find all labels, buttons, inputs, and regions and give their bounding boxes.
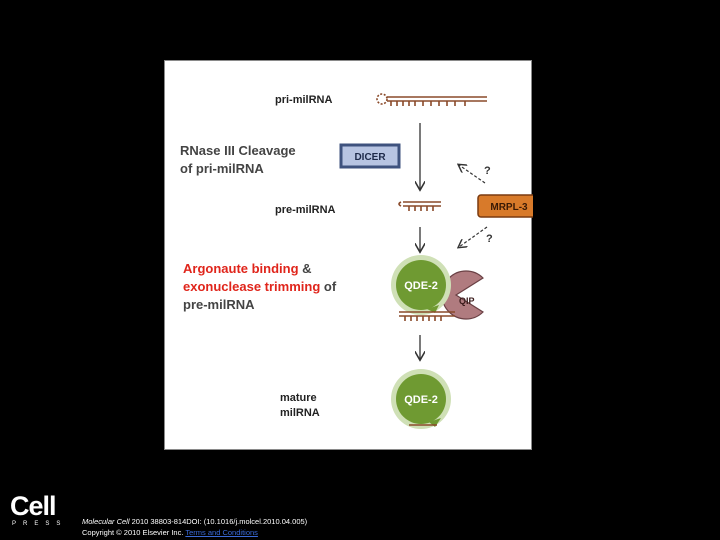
dashed-arrow-upper: [459, 165, 486, 184]
qde2-top-protein: QDE-2: [391, 255, 451, 315]
copyright-text: Copyright © 2010 Elsevier Inc.: [82, 528, 184, 537]
bound-milrna: [399, 311, 455, 321]
question-mark-lower: ?: [486, 233, 493, 245]
qde2-top-label: QDE-2: [404, 280, 438, 292]
pre-milrna-hairpin: [398, 201, 441, 211]
argonaute-line3: pre-milRNA: [183, 297, 255, 312]
journal-name: Molecular Cell: [82, 517, 130, 526]
pri-milrna-hairpin: [376, 93, 487, 106]
citation-text: 2010 38803-814DOI: (10.1016/j.molcel.201…: [129, 517, 308, 526]
mature-line1: mature: [280, 392, 317, 404]
pre-milrna-label: pre-milRNA: [275, 204, 336, 216]
dicer-label: DICER: [354, 152, 386, 163]
cell-press-logo: Cell PRESS: [10, 492, 67, 527]
terms-link[interactable]: Terms and Conditions: [185, 528, 258, 537]
citation-footer: Molecular Cell 2010 38803-814DOI: (10.10…: [82, 516, 307, 538]
rnase-label-line2: of pri-milRNA: [180, 161, 264, 176]
mrpl3-label: MRPL-3: [490, 202, 528, 213]
logo-press: PRESS: [12, 521, 68, 527]
qde2-bottom-protein: QDE-2: [391, 369, 451, 429]
milrna-pathway-diagram: pri-milRNA RNase III Cleavage of pri-mil…: [180, 93, 533, 429]
citation-line: Molecular Cell 2010 38803-814DOI: (10.10…: [82, 516, 307, 527]
copyright-line: Copyright © 2010 Elsevier Inc. Terms and…: [82, 527, 307, 538]
question-mark-upper: ?: [484, 165, 491, 177]
argonaute-line2: exonuclease trimming of: [183, 279, 337, 294]
argonaute-line1: Argonaute binding &: [183, 261, 312, 276]
pri-milrna-label: pri-milRNA: [275, 94, 333, 106]
mrpl3-box: MRPL-3: [477, 194, 533, 218]
mature-line2: milRNA: [280, 407, 320, 419]
logo-word: Cell: [10, 491, 57, 521]
dicer-box: DICER: [339, 143, 401, 169]
qde2-bottom-label: QDE-2: [404, 394, 438, 406]
figure-panel: pri-milRNA RNase III Cleavage of pri-mil…: [164, 60, 533, 450]
rnase-label-line1: RNase III Cleavage: [180, 143, 296, 158]
qip-label: QIP: [459, 296, 475, 306]
dashed-arrow-lower: [459, 226, 488, 247]
